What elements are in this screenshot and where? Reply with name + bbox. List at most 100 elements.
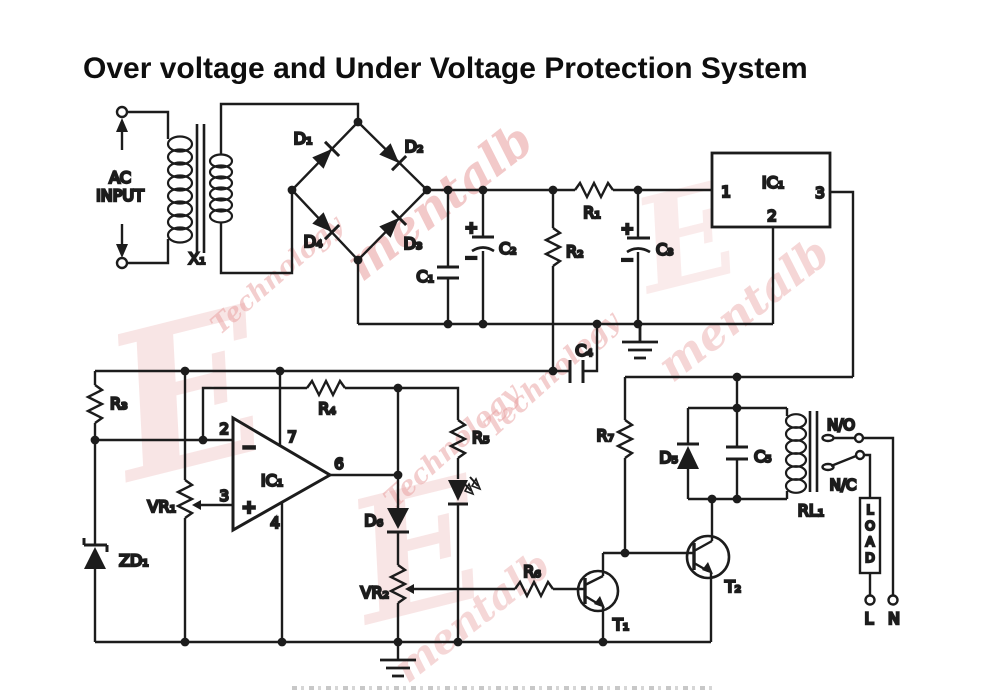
wiper-arrow-icon — [192, 500, 201, 510]
resistor-r2: R₂ — [543, 190, 585, 371]
neutral-label: N — [888, 609, 900, 628]
d3-label: D₃ — [404, 234, 423, 253]
resistor-r4: R₄ — [306, 378, 398, 419]
oa-pin6-label: 6 — [334, 455, 344, 473]
ground-rail — [95, 640, 711, 678]
live-label: L — [865, 609, 874, 628]
armature-lever — [830, 454, 857, 468]
diode-d4-icon — [312, 212, 341, 241]
r6-label: R₆ — [523, 562, 541, 581]
emitter-arrow-icon — [702, 562, 713, 574]
c2-minus: − — [465, 248, 478, 267]
no-label: N/O — [827, 416, 855, 434]
bridge-rectifier: D₁ D₂ D₄ D₃ — [219, 102, 429, 275]
reg-pin2-label: 2 — [767, 207, 777, 225]
c3-minus: − — [621, 250, 634, 269]
d6-label: D₆ — [364, 511, 383, 530]
reg-name-label: IC₁ — [762, 173, 784, 192]
d1-label: D₁ — [294, 129, 313, 148]
r2-label: R₂ — [566, 242, 584, 261]
d5-label: D₅ — [659, 448, 678, 467]
page-title: Over voltage and Under Voltage Protectio… — [83, 52, 808, 85]
vr1-label: VR₁ — [148, 497, 176, 516]
oa-pin7-label: 7 — [287, 428, 297, 446]
capacitor-c4: C₄ — [95, 324, 599, 383]
diode-d5: D₅ — [658, 408, 699, 499]
resistor-r1: R₁ — [574, 180, 614, 223]
resistor-r6: R₆ — [514, 561, 585, 599]
load-letter: D — [865, 550, 875, 565]
load-letter: A — [866, 534, 875, 549]
voltage-regulator-ic1: 1 IC₁ 3 2 — [710, 151, 855, 377]
c3-plus: + — [621, 219, 634, 238]
r7-label: R₇ — [596, 426, 614, 445]
c2-plus: + — [465, 218, 478, 237]
mains-terminals: L N — [863, 594, 901, 629]
ground-symbol — [380, 658, 416, 678]
c4-label: C₄ — [575, 341, 593, 360]
load-letter: O — [865, 518, 875, 533]
d2-label: D₂ — [405, 137, 424, 156]
capacitor-c1: C₁ — [415, 190, 459, 324]
zener-zd1: ZD₁ — [82, 440, 150, 642]
transistor-t1: T₁ — [576, 553, 630, 642]
r1-label: R₁ — [583, 203, 601, 222]
wiper-arrow-icon — [405, 584, 414, 594]
diode-d1-icon — [312, 140, 341, 169]
oa-pin4-label: 4 — [270, 514, 280, 532]
oa-name-label: IC₁ — [261, 471, 283, 490]
nc-label: N/C — [830, 476, 857, 494]
c5-label: C₅ — [754, 447, 772, 466]
reg-pin1-label: 1 — [721, 183, 731, 201]
cropped-caption — [292, 686, 716, 690]
transistor-t2: T₂ — [685, 499, 742, 642]
junction-dots — [90, 117, 742, 647]
arrow-up-icon — [116, 118, 128, 150]
rl1-label: RL₁ — [798, 501, 824, 520]
ground-symbol — [622, 324, 658, 360]
load-letter: L — [867, 502, 874, 517]
r3-label: R₃ — [110, 394, 128, 413]
zd1-label: ZD₁ — [119, 551, 149, 570]
vr2-label: VR₂ — [361, 583, 389, 602]
capacitor-c5: C₅ — [726, 377, 773, 499]
d4-label: D₄ — [304, 232, 323, 251]
load-box: L O A D — [858, 496, 882, 595]
oa-minus-sign: − — [241, 437, 256, 458]
oa-plus-sign: + — [241, 497, 256, 518]
transformer-label: X₁ — [188, 249, 205, 268]
opamp-ic1: 2 3 − + 7 4 6 IC₁ — [95, 371, 398, 642]
oa-pin2-label: 2 — [219, 420, 229, 438]
nc-contact-pad — [821, 462, 835, 472]
resistor-r7: R₇ — [595, 377, 635, 553]
led-indicator — [448, 476, 482, 642]
pot-vr2: VR₂ — [359, 564, 515, 642]
capacitor-c3: + − C₃ — [619, 190, 675, 324]
resistor-r5: R₅ — [398, 386, 491, 479]
c2-label: C₂ — [499, 239, 517, 258]
core-lines — [808, 411, 819, 492]
capacitor-c2: + − C₂ — [463, 190, 518, 324]
t2-label: T₂ — [724, 577, 741, 596]
r5-label: R₅ — [472, 428, 490, 447]
diode-d6: D₆ — [363, 388, 409, 565]
no-contact-pad — [821, 433, 835, 443]
ac-input-terminals: AC INPUT — [95, 105, 170, 270]
ac-label-2: INPUT — [96, 186, 144, 205]
led-arrow-icon — [470, 477, 482, 491]
arrow-down-icon — [116, 224, 128, 258]
pot-vr1: VR₁ — [146, 371, 233, 642]
core-lines — [195, 124, 206, 253]
t1-label: T₁ — [612, 615, 629, 634]
transformer-x1: X₁ — [166, 124, 234, 269]
emitter-arrow-icon — [594, 596, 605, 608]
r4-label: R₄ — [318, 399, 336, 418]
relay-contacts: N/O N/C — [821, 415, 895, 595]
resistor-r3: R₃ — [85, 371, 129, 440]
diode-d2-icon — [379, 143, 408, 172]
ac-label-1: AC — [109, 168, 131, 187]
oa-pin3-label: 3 — [219, 487, 229, 505]
c1-label: C₁ — [416, 267, 434, 286]
